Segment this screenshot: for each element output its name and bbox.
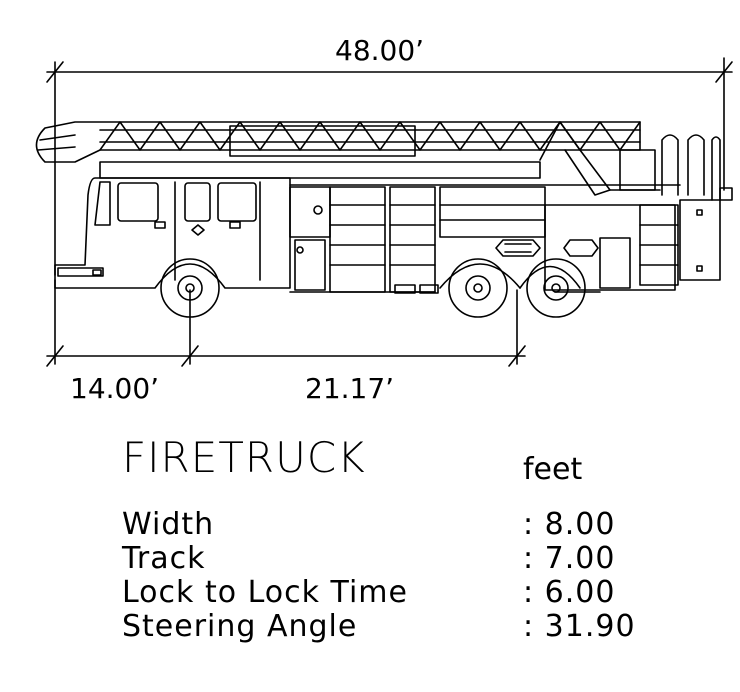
- spec-row-track: Track : 7.00: [122, 542, 682, 576]
- truck-body: [54, 161, 733, 294]
- rear-wheel-1: [448, 258, 508, 318]
- wheelbase-label: 21.17’: [305, 372, 394, 405]
- spec-label: Lock to Lock Time: [122, 575, 408, 610]
- overall-length-label: 48.00’: [335, 34, 424, 67]
- bottom-dimensions: [46, 279, 526, 367]
- front-wheel: [160, 258, 220, 318]
- spec-row-width: Width : 8.00: [122, 508, 682, 542]
- spec-row-lock-time: Lock to Lock Time : 6.00: [122, 576, 682, 610]
- spec-label: Width: [122, 507, 215, 542]
- spec-value: : 8.00: [523, 507, 616, 542]
- spec-value: : 31.90: [523, 609, 636, 644]
- overall-length-dimension: [46, 57, 733, 276]
- rear-wheel-2: [526, 258, 586, 318]
- spec-value: : 6.00: [523, 575, 616, 610]
- front-overhang-label: 14.00’: [70, 372, 159, 405]
- vehicle-title: FIRETRUCK: [122, 433, 366, 482]
- spec-table: Width : 8.00 Track : 7.00 Lock to Lock T…: [122, 508, 682, 644]
- aerial-ladder: [35, 121, 721, 201]
- spec-value: : 7.00: [523, 541, 616, 576]
- spec-label: Track: [122, 541, 206, 576]
- spec-label: Steering Angle: [122, 609, 358, 644]
- spec-row-steering-angle: Steering Angle : 31.90: [122, 610, 682, 644]
- units-label: feet: [523, 452, 583, 487]
- firetruck-drawing: 48.00’ 14.00’ 21.17’: [35, 34, 733, 405]
